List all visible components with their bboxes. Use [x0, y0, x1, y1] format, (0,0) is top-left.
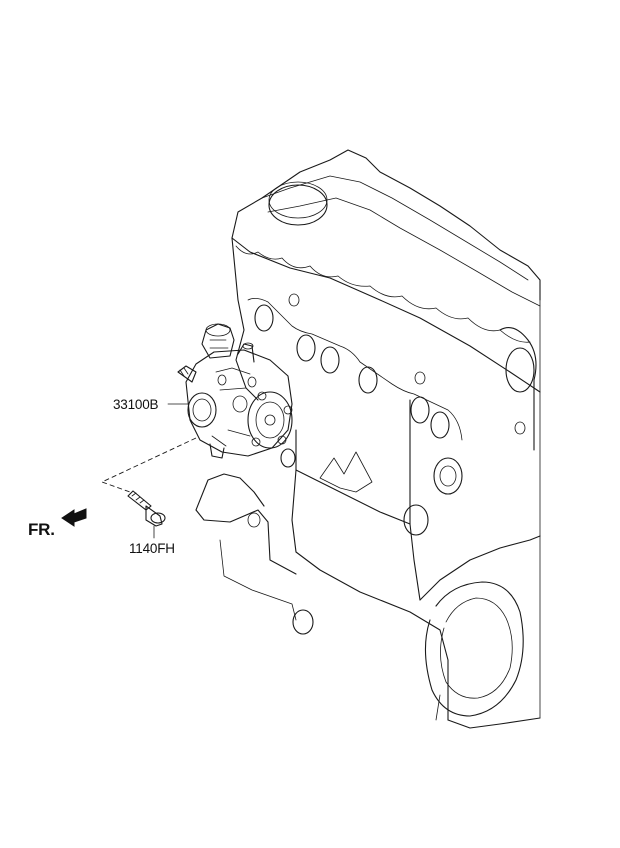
engine-block	[195, 149, 541, 729]
front-direction-arrow-icon	[61, 508, 87, 527]
front-direction-label: FR.	[28, 520, 55, 539]
flange-bolt	[127, 490, 166, 539]
pump-part-number: 33100B	[113, 397, 159, 412]
fuel-pump	[177, 323, 293, 459]
mounting-guide-line	[100, 437, 197, 493]
bolt-part-number: 1140FH	[129, 541, 175, 556]
